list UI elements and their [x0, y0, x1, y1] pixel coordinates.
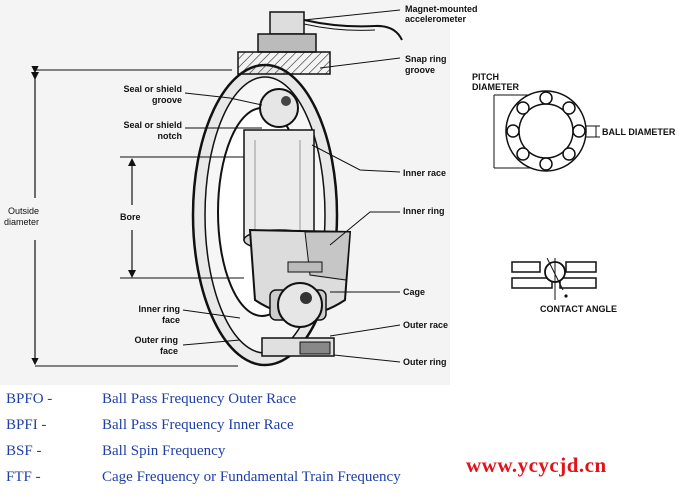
contact-angle-label: CONTACT ANGLE — [540, 304, 617, 314]
accelerometer-label-line1: Magnet-mounted — [405, 4, 478, 14]
legend-row-bpfo: BPFO - Ball Pass Frequency Outer Race — [6, 391, 296, 408]
accelerometer-shape — [257, 11, 403, 53]
contact-angle-diagram — [511, 257, 597, 300]
legend-abbr: FTF - — [6, 469, 41, 485]
outside-diameter-label-line1: Outside — [8, 206, 39, 216]
pitch-diameter-label-line1: PITCH — [472, 72, 499, 82]
seal-notch-label-line1: Seal or shield — [123, 120, 182, 130]
watermark-url: www.ycycjd.cn — [466, 453, 607, 477]
cage-label: Cage — [403, 287, 425, 297]
seal-groove-label-line2: groove — [152, 95, 182, 105]
legend-row-bpfi: BPFI - Ball Pass Frequency Inner Race — [6, 417, 294, 434]
snap-ring-label-line1: Snap ring — [405, 54, 447, 64]
leader-lines — [182, 9, 401, 363]
seal-notch-label-line2: notch — [158, 131, 183, 141]
outside-diameter-dimension — [31, 66, 238, 367]
housing-block — [237, 51, 331, 75]
pitch-diameter-diagram — [493, 90, 600, 172]
inner-ring-shade — [304, 231, 351, 281]
legend-text: Ball Spin Frequency — [102, 443, 226, 459]
outer-ring-label: Outer ring — [403, 357, 447, 367]
legend-abbr: BSF - — [6, 443, 42, 459]
ball-bottom-cage — [269, 261, 327, 328]
outer-ring-face-label-line2: face — [160, 346, 178, 356]
outer-race-label: Outer race — [403, 320, 448, 330]
seal-groove-label-line1: Seal or shield — [123, 84, 182, 94]
legend-abbr: BPFI - — [6, 417, 47, 433]
inner-ring-face-label-line1: Inner ring — [138, 304, 180, 314]
ball-top — [259, 88, 299, 128]
bore-label: Bore — [120, 212, 141, 222]
snap-ring-label-line2: groove — [405, 65, 435, 75]
ball-diameter-label: BALL DIAMETER — [602, 127, 676, 137]
inner-ring-face-label-line2: face — [162, 315, 180, 325]
inner-ring-label: Inner ring — [403, 206, 445, 216]
legend-text: Ball Pass Frequency Inner Race — [102, 417, 294, 433]
bore-dimension — [120, 156, 244, 279]
inner-race-label: Inner race — [403, 168, 446, 178]
legend-text: Ball Pass Frequency Outer Race — [102, 391, 297, 407]
outer-ring-face-label-line1: Outer ring — [134, 335, 178, 345]
accelerometer-label-line2: accelerometer — [405, 14, 467, 24]
outside-diameter-label-line2: diameter — [4, 217, 39, 227]
outer-race-section — [299, 341, 331, 355]
legend-text: Cage Frequency or Fundamental Train Freq… — [102, 469, 401, 485]
legend-row-bsf: BSF - Ball Spin Frequency — [6, 443, 225, 460]
legend-abbr: BPFO - — [6, 391, 53, 407]
pitch-diameter-label-line2: DIAMETER — [472, 82, 520, 92]
legend-row-ftf: FTF - Cage Frequency or Fundamental Train… — [6, 469, 401, 486]
